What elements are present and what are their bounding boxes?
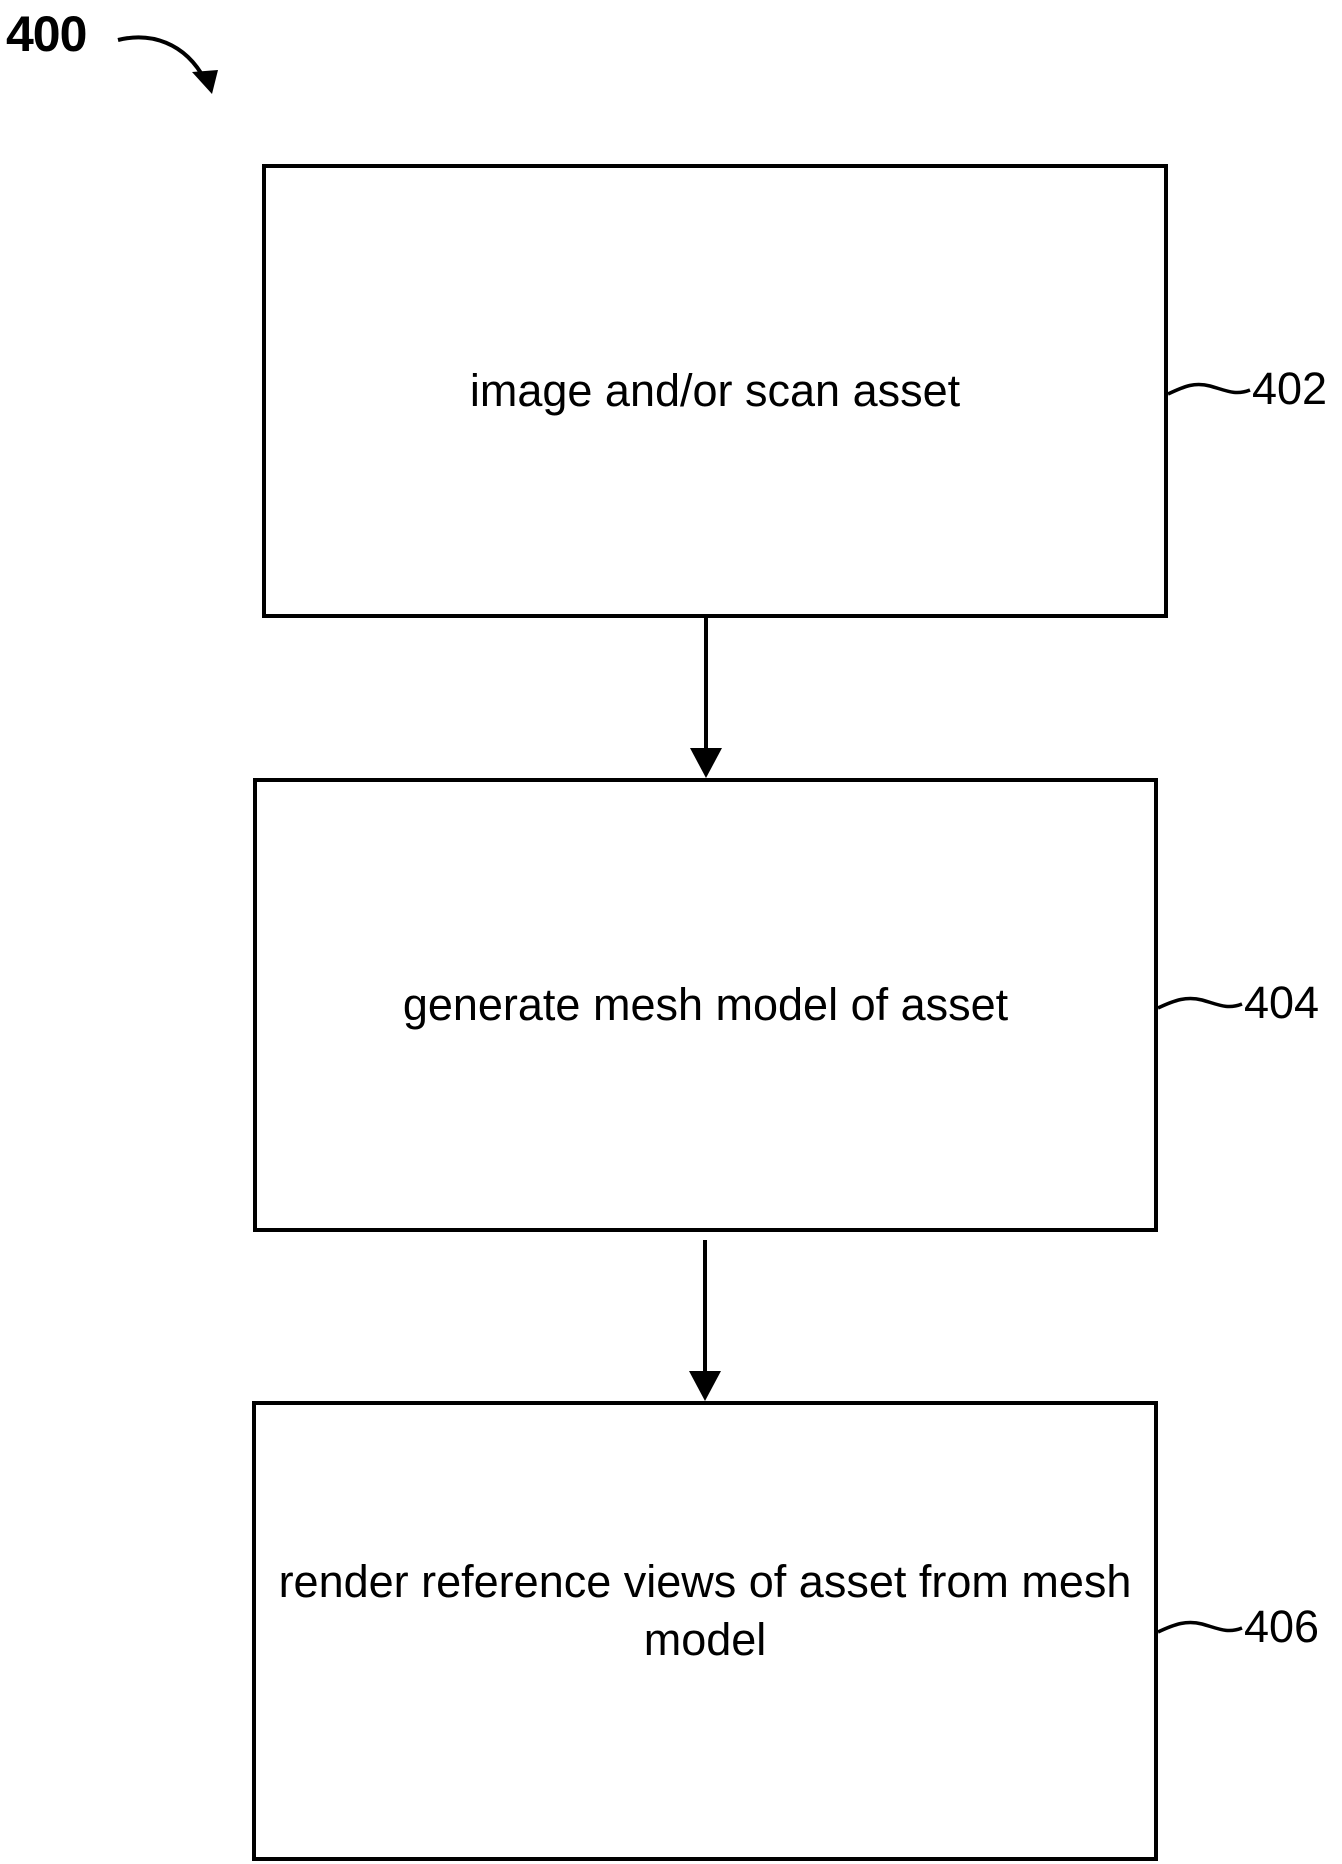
step-box-404: generate mesh model of asset bbox=[253, 778, 1158, 1232]
figure-pointer-arrow bbox=[117, 35, 207, 81]
step-text-406: render reference views of asset from mes… bbox=[278, 1556, 1132, 1665]
leader-line-402 bbox=[1167, 382, 1251, 396]
leader-line-406 bbox=[1157, 1620, 1243, 1634]
figure-pointer-arrowhead bbox=[192, 70, 218, 94]
reference-numeral-404: 404 bbox=[1244, 977, 1320, 1028]
reference-numeral-406: 406 bbox=[1244, 1601, 1320, 1652]
step-text-402: image and/or scan asset bbox=[469, 365, 961, 416]
leader-line-404 bbox=[1157, 996, 1243, 1010]
step-box-402: image and/or scan asset bbox=[262, 164, 1168, 618]
arrowhead-402-to-404 bbox=[690, 748, 722, 778]
reference-numeral-402: 402 bbox=[1252, 363, 1328, 414]
step-text-404: generate mesh model of asset bbox=[402, 979, 1009, 1030]
step-box-406: render reference views of asset from mes… bbox=[252, 1401, 1158, 1861]
arrowhead-404-to-406 bbox=[689, 1371, 721, 1401]
figure-label: 400 bbox=[6, 6, 87, 62]
